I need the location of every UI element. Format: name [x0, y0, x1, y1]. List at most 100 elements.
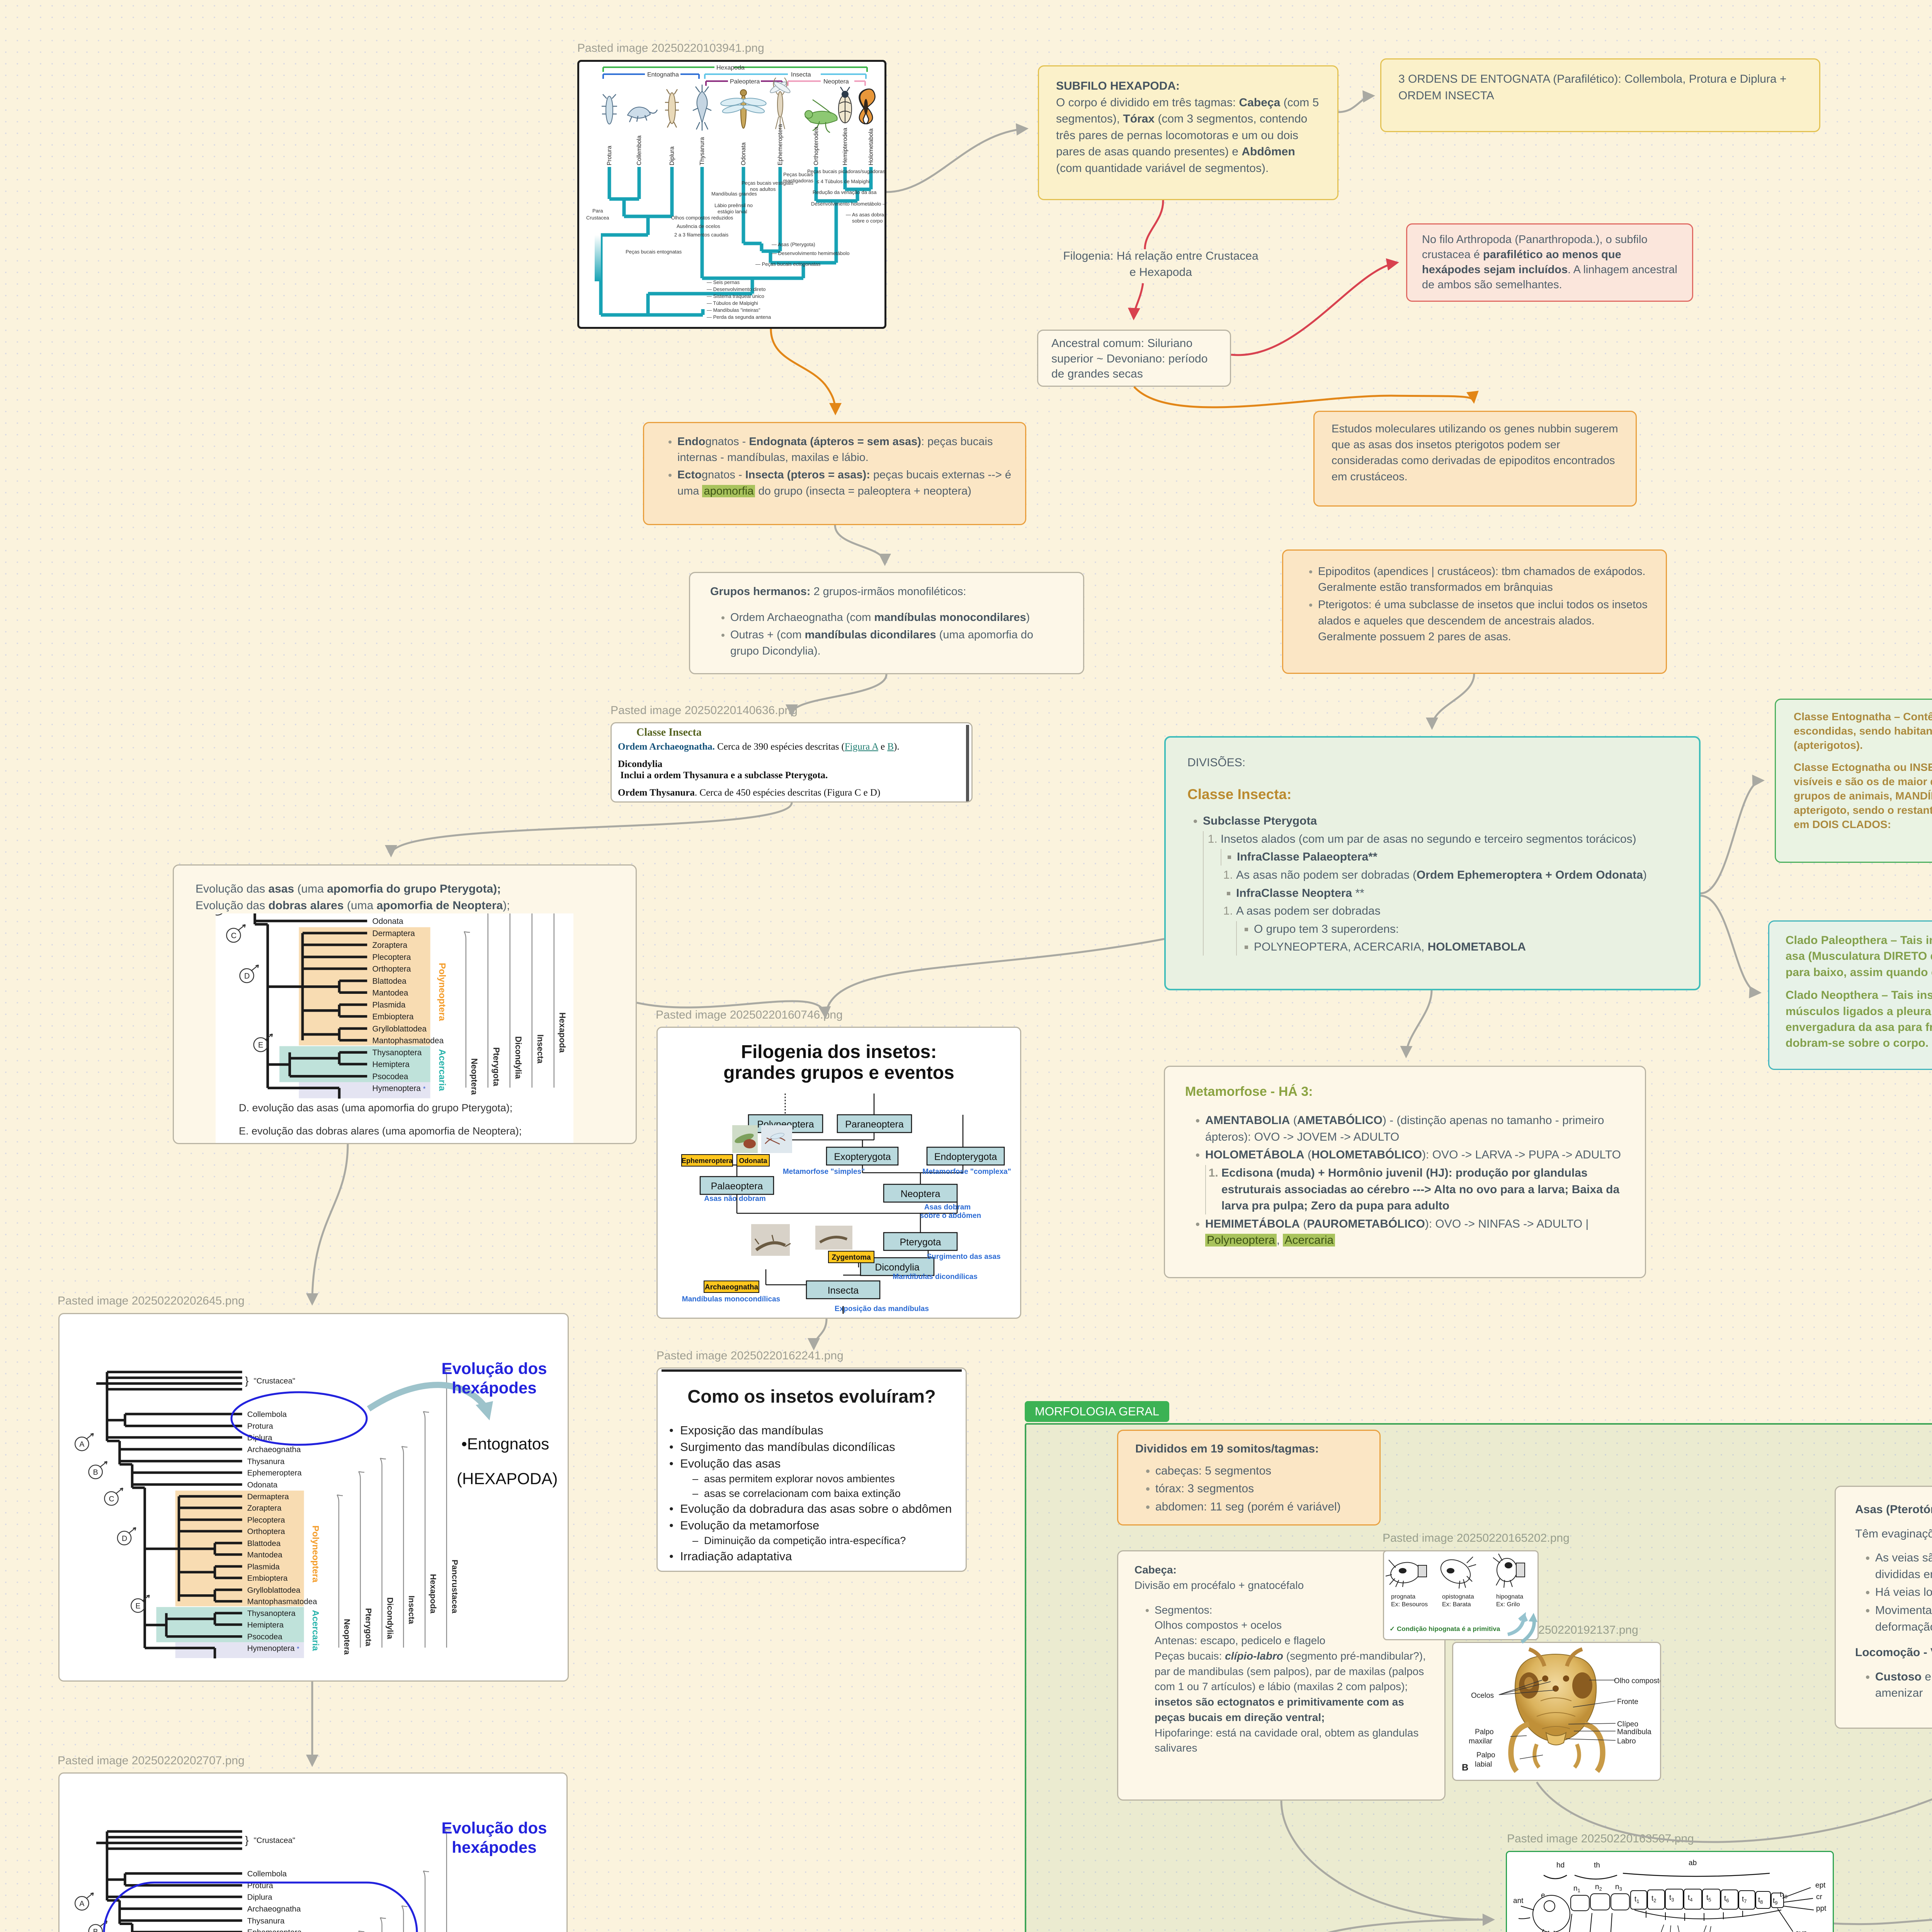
svg-text:Ocelos: Ocelos [1471, 1692, 1494, 1700]
svg-text:D. evolução das asas (uma apom: D. evolução das asas (uma apomorfia do g… [239, 1102, 512, 1114]
svg-text:Hemipterodea: Hemipterodea [842, 128, 849, 165]
svg-text:Fronte: Fronte [1617, 1698, 1638, 1706]
svg-text:Olhos compostos reduzidos: Olhos compostos reduzidos [671, 215, 733, 221]
svg-text:sobre o corpo: sobre o corpo [852, 218, 883, 224]
svg-text:estágio larval: estágio larval [718, 209, 747, 214]
svg-text:— Mandíbulas "inteiras": — Mandíbulas "inteiras" [707, 307, 760, 313]
svg-text:Pterygota: Pterygota [900, 1237, 941, 1248]
svg-text:— Desenvolvimento hemimetábolo: — Desenvolvimento hemimetábolo [772, 250, 850, 256]
svg-text:Hexapoda: Hexapoda [716, 65, 745, 71]
svg-text:Filogenia dos insetos:: Filogenia dos insetos: [741, 1042, 937, 1062]
svg-text:— As asas dobram-se: — As asas dobram-se [846, 212, 884, 218]
svg-text:Metamorfose "simples": Metamorfose "simples" [783, 1168, 865, 1176]
svg-text:Paleoptera: Paleoptera [730, 78, 760, 85]
svg-text:Lábio preênsil no: Lábio preênsil no [714, 202, 753, 208]
svg-text:Para: Para [592, 208, 603, 214]
svg-text:t10: t10 [1780, 1891, 1787, 1900]
svg-text:Holometabola: Holometabola [868, 128, 874, 165]
svg-text:— Perda da segunda antena: — Perda da segunda antena [707, 314, 771, 320]
svg-text:labial: labial [1475, 1760, 1492, 1769]
svg-text:t3: t3 [1669, 1894, 1674, 1903]
svg-text:sobre o abdômen: sobre o abdômen [920, 1212, 981, 1220]
svg-text:Insecta: Insecta [828, 1285, 859, 1296]
svg-text:Asas não dobram: Asas não dobram [704, 1195, 765, 1203]
svg-text:Crustacea: Crustacea [586, 215, 609, 221]
svg-text:opistognata: opistognata [1442, 1594, 1474, 1600]
svg-text:E. evolução das dobras alares: E. evolução das dobras alares (uma apomo… [239, 1125, 522, 1137]
svg-text:t2: t2 [1651, 1895, 1656, 1903]
svg-text:Surgimento das asas: Surgimento das asas [927, 1253, 1000, 1261]
svg-text:Labro: Labro [1617, 1737, 1636, 1745]
svg-text:t4: t4 [1688, 1894, 1693, 1903]
svg-text:Archaeognatha: Archaeognatha [705, 1283, 759, 1291]
svg-text:Ex: Besouros: Ex: Besouros [1391, 1601, 1428, 1608]
svg-text:Peças bucais entognatas: Peças bucais entognatas [626, 249, 682, 255]
svg-text:mastigadoras: mastigadoras [783, 178, 814, 184]
svg-text:Palaeoptera: Palaeoptera [711, 1181, 763, 1192]
svg-text:e: e [1541, 1891, 1545, 1900]
svg-text:— Desenvolvimento direto: — Desenvolvimento direto [707, 286, 765, 292]
svg-text:≤ 4 Túbulos de Malpighi: ≤ 4 Túbulos de Malpighi [816, 179, 870, 184]
svg-text:B: B [1462, 1762, 1468, 1773]
svg-text:Dicondylia: Dicondylia [875, 1262, 919, 1273]
svg-text:Ex: Grilo: Ex: Grilo [1496, 1601, 1520, 1608]
svg-text:✓ Condição hipognata é a primi: ✓ Condição hipognata é a primitiva [1389, 1625, 1500, 1633]
svg-text:grandes grupos e eventos: grandes grupos e eventos [723, 1063, 954, 1083]
svg-text:t7: t7 [1742, 1895, 1747, 1904]
svg-text:Exopterygota: Exopterygota [834, 1151, 891, 1162]
svg-text:2 a 3 filamentos caudais: 2 a 3 filamentos caudais [674, 232, 729, 238]
svg-text:t8: t8 [1758, 1896, 1763, 1905]
svg-text:Ephemeroptera: Ephemeroptera [682, 1157, 733, 1165]
svg-text:t9: t9 [1773, 1897, 1778, 1906]
svg-text:Desenvolvimento holometábolo —: Desenvolvimento holometábolo — [811, 201, 884, 207]
svg-text:Orthopterodea: Orthopterodea [813, 127, 820, 165]
svg-text:n3: n3 [1615, 1883, 1622, 1892]
svg-text:ppt: ppt [1816, 1905, 1827, 1913]
svg-text:ept: ept [1815, 1881, 1826, 1889]
svg-text:t5: t5 [1706, 1894, 1711, 1903]
svg-text:Asas dobram: Asas dobram [924, 1203, 971, 1211]
svg-text:Odonata: Odonata [739, 1157, 767, 1165]
svg-text:nos adultos: nos adultos [750, 186, 776, 192]
svg-text:Ausência de ocelos: Ausência de ocelos [677, 223, 720, 229]
svg-text:t6: t6 [1724, 1895, 1729, 1903]
svg-text:— Asas (Pterygota): — Asas (Pterygota) [772, 242, 815, 247]
svg-text:Thysanura: Thysanura [699, 137, 706, 165]
svg-text:n2: n2 [1595, 1883, 1602, 1892]
svg-text:Entognatha: Entognatha [647, 71, 679, 78]
svg-text:Ex: Barata: Ex: Barata [1442, 1601, 1471, 1608]
svg-text:Redução da venação da asa: Redução da venação da asa [813, 189, 877, 195]
svg-text:Peças bucais: Peças bucais [783, 172, 813, 177]
svg-text:hd: hd [1556, 1861, 1565, 1869]
svg-text:Mandíbulas monocondílicas: Mandíbulas monocondílicas [682, 1295, 780, 1303]
svg-text:n1: n1 [1573, 1884, 1580, 1893]
svg-text:Clípeo: Clípeo [1617, 1720, 1638, 1728]
svg-text:— Sistema traqueal único: — Sistema traqueal único [707, 293, 764, 299]
svg-text:Olho composto: Olho composto [1614, 1677, 1660, 1685]
svg-text:hipognata: hipognata [1496, 1594, 1523, 1600]
svg-text:Mandíbulas dicondílicas: Mandíbulas dicondílicas [893, 1273, 978, 1281]
svg-text:maxilar: maxilar [1469, 1737, 1493, 1745]
svg-text:Protura: Protura [606, 146, 613, 165]
svg-text:Palpo: Palpo [1476, 1751, 1495, 1759]
svg-text:ant: ant [1513, 1897, 1524, 1905]
svg-text:Metamorfose "complexa": Metamorfose "complexa" [922, 1168, 1011, 1176]
svg-text:— Seis pernas: — Seis pernas [707, 279, 740, 285]
svg-text:Mandíbulas grandes: Mandíbulas grandes [711, 191, 757, 197]
svg-text:Zygentoma: Zygentoma [832, 1253, 871, 1262]
svg-text:Neoptera: Neoptera [823, 78, 849, 85]
svg-text:Ephemeroptera: Ephemeroptera [777, 124, 784, 165]
svg-text:Collembola: Collembola [636, 135, 643, 165]
svg-text:Mandíbula: Mandíbula [1617, 1728, 1651, 1736]
svg-text:Odonata: Odonata [740, 142, 747, 165]
svg-text:t1: t1 [1634, 1895, 1639, 1904]
svg-text:Diplura: Diplura [669, 146, 675, 165]
svg-text:•Entognatos: •Entognatos [461, 1435, 549, 1453]
svg-text:prognata: prognata [1391, 1594, 1415, 1600]
svg-text:Neoptera: Neoptera [901, 1189, 940, 1199]
svg-text:— Peças bucais ectogonatas: — Peças bucais ectogonatas [755, 261, 821, 267]
svg-text:cr: cr [1816, 1893, 1823, 1901]
svg-text:Endopterygota: Endopterygota [934, 1151, 997, 1162]
